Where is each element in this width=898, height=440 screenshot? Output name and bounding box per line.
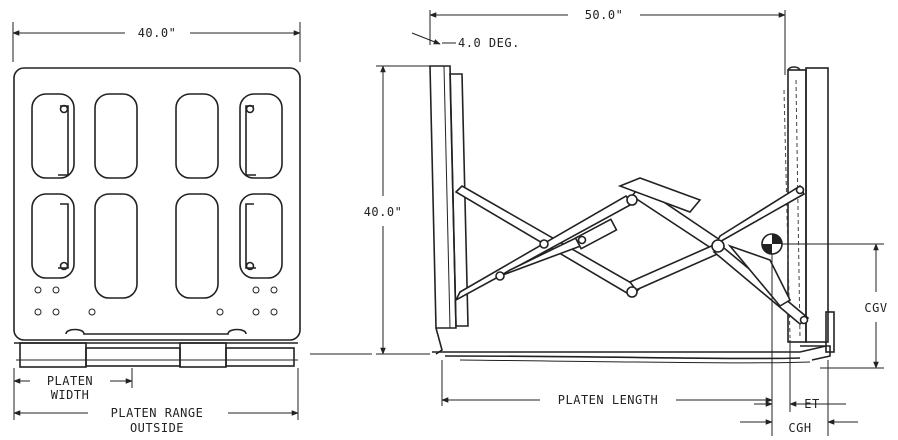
cgv-label: CGV	[864, 301, 887, 315]
side-height-dimension: 40.0"	[364, 205, 403, 219]
platen-width-label-1: PLATEN	[47, 374, 93, 388]
platen-range-label-2: OUTSIDE	[130, 421, 184, 435]
front-width-dimension: 40.0"	[138, 26, 177, 40]
center-of-gravity-icon	[761, 233, 783, 255]
platen-range-label-1: PLATEN RANGE	[111, 406, 204, 420]
backrest-slots	[31, 93, 283, 299]
platens	[14, 342, 298, 368]
tilted-backrest	[429, 65, 469, 355]
tilt-angle-label: 4.0 DEG.	[458, 36, 520, 50]
et-label: ET	[804, 397, 819, 411]
backrest-plate	[13, 67, 301, 341]
side-view: 50.0" 4.0 DEG. 40.0"	[310, 8, 887, 436]
platen-width-label-2: WIDTH	[51, 388, 90, 402]
cgh-label: CGH	[788, 421, 811, 435]
pivot-pins	[495, 185, 809, 325]
mounting-holes	[34, 286, 278, 316]
platen-length-label: PLATEN LENGTH	[558, 393, 658, 407]
overall-length-dimension: 50.0"	[585, 8, 624, 22]
front-view: 40.0"	[12, 22, 301, 435]
clamp-hooks	[58, 104, 256, 271]
platen-profile	[432, 345, 831, 364]
bottom-rail	[65, 328, 247, 335]
